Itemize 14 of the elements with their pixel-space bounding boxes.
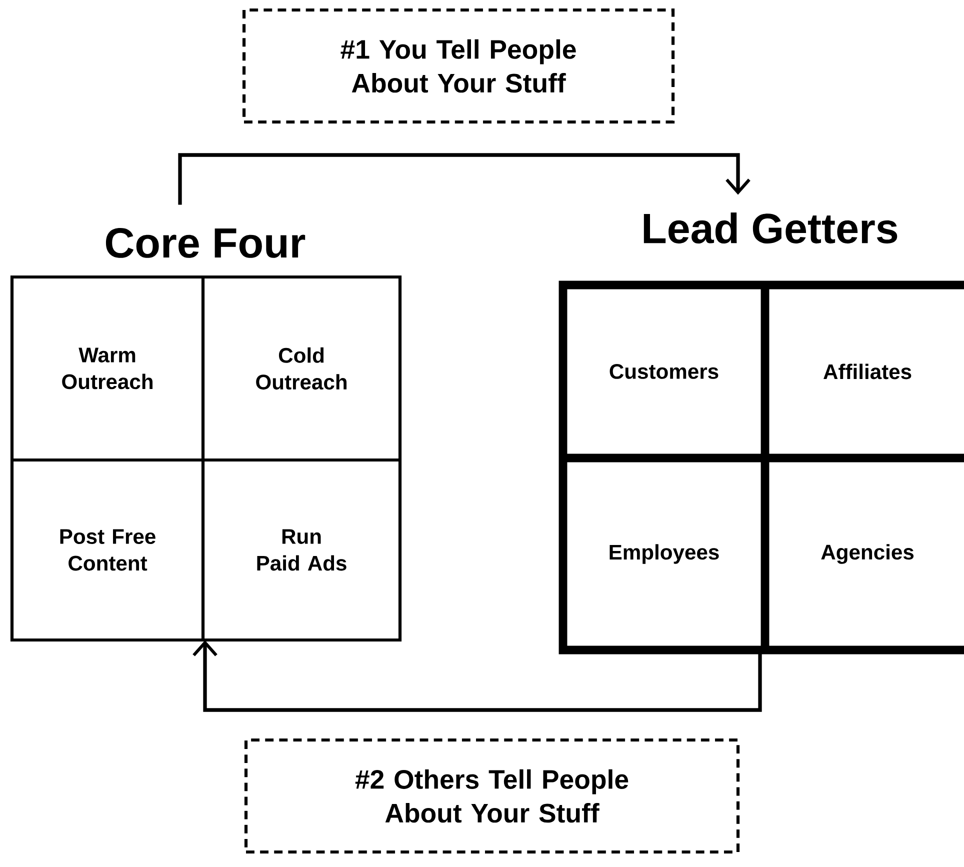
grid-cell: Agencies [821, 544, 914, 564]
grid-heading: Lead Getters [644, 212, 898, 244]
arrow [178, 153, 750, 205]
grid-cell: Warm Outreach [62, 348, 152, 390]
arrow [192, 640, 762, 712]
grid-cell: Post Free Content [60, 529, 156, 571]
grid-cell: Customers [610, 364, 718, 379]
grid-heading: Core Four [106, 228, 306, 258]
dashed-note-box: #1 You Tell People About Your Stuff [242, 8, 675, 124]
grid-cell: Employees [610, 544, 719, 564]
grid-cell: Run Paid Ads [257, 529, 346, 571]
dashed-note-box: #2 Others Tell People About Your Stuff [244, 738, 740, 854]
grid-cell: Cold Outreach [256, 347, 346, 390]
grid-cell: Affiliates [824, 364, 912, 380]
